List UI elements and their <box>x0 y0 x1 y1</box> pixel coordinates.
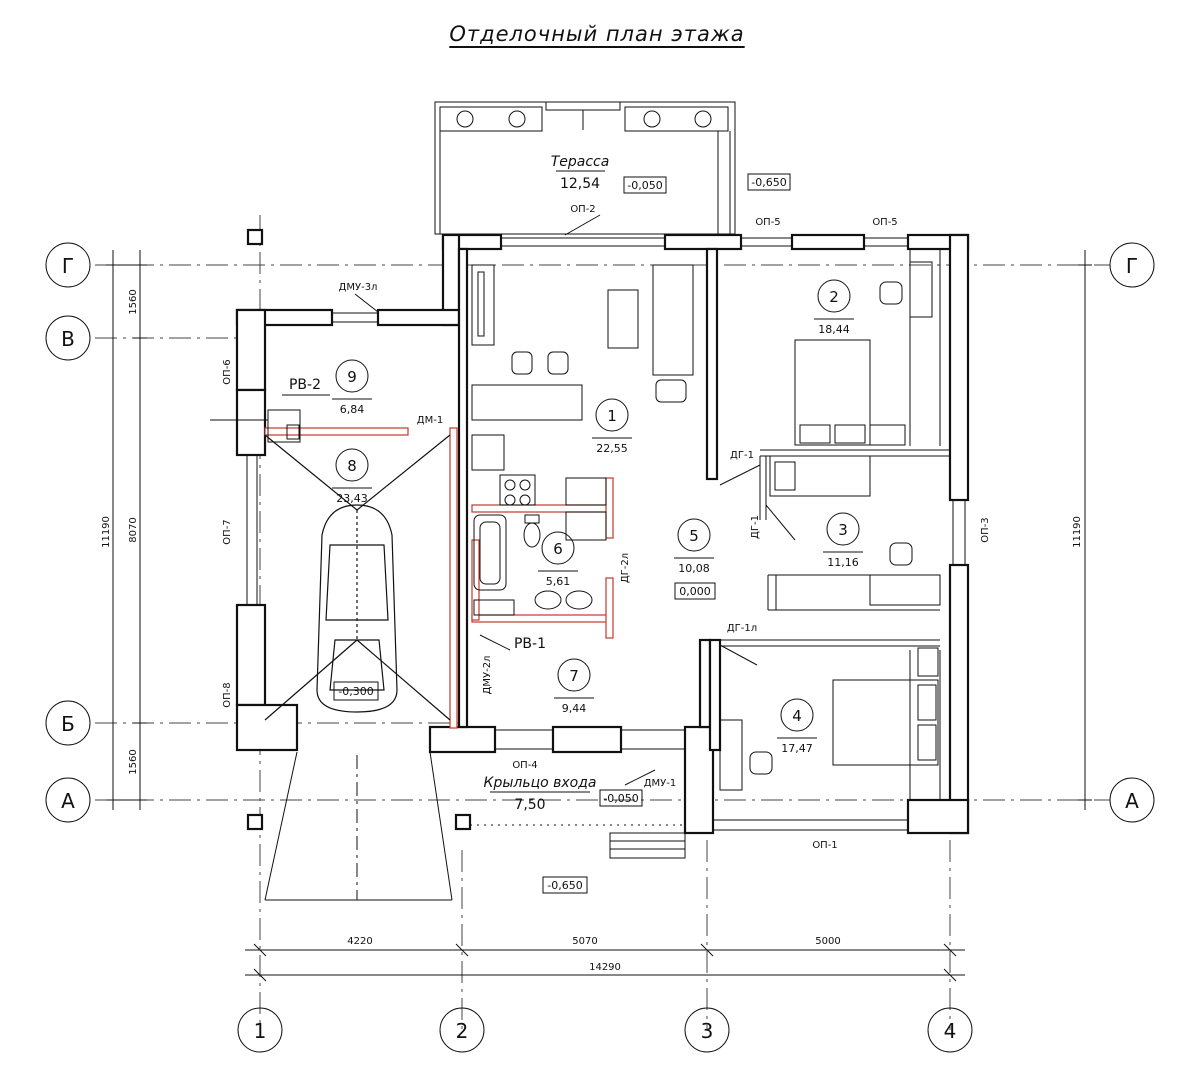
desk-icon <box>869 574 941 606</box>
room-area: 22,55 <box>596 442 628 455</box>
axis-bubbles: Г В Б А Г А 1 2 3 4 <box>45 242 1155 1053</box>
opening-label: ОП-2 <box>570 204 595 215</box>
dim-left: 8070 <box>128 517 139 542</box>
sofa-icon <box>652 264 694 376</box>
dim-right: 11190 <box>1072 516 1083 548</box>
door-label: ДМУ-1 <box>644 778 677 789</box>
opening-label: ОП-5 <box>755 217 780 228</box>
level-mark: -0,650 <box>547 879 582 892</box>
room-number: 4 <box>792 707 802 725</box>
opening-label: ОП-8 <box>222 682 233 707</box>
vent-label: РВ-1 <box>514 636 546 652</box>
sink-icon <box>565 590 593 610</box>
axis-label-row: А <box>61 789 75 813</box>
dim-left: 11190 <box>101 516 112 548</box>
dimension-lines: 1560 8070 1560 11190 11190 4220 5070 500… <box>101 250 1092 982</box>
furniture <box>210 261 941 791</box>
room-area: 9,44 <box>562 702 587 715</box>
room-number: 3 <box>838 521 848 539</box>
dim-bottom: 5000 <box>815 936 840 947</box>
opening-label: ОП-3 <box>980 517 991 542</box>
opening-label: ОП-7 <box>222 519 233 544</box>
chair-icon <box>889 542 913 566</box>
door-label: ДГ-1 <box>750 515 761 539</box>
dim-bottom: 14290 <box>589 962 621 973</box>
opening-label: ОП-5 <box>872 217 897 228</box>
desk-icon <box>909 261 933 318</box>
dim-left: 1560 <box>128 289 139 314</box>
exterior-walls <box>235 228 970 835</box>
chair-icon <box>879 281 903 305</box>
room-area: 5,61 <box>546 575 571 588</box>
stove-icon <box>504 479 516 491</box>
plan-title: Отделочный план этажа <box>449 22 745 46</box>
room-number: 8 <box>347 457 357 475</box>
door-label: ДГ-2л <box>620 553 631 583</box>
room-area: 17,47 <box>781 742 813 755</box>
porch: ОП-4 Крыльцо входа 7,50 -0,050 -0,650 <box>470 760 686 894</box>
bed-icon <box>832 679 939 766</box>
room-number: 9 <box>347 368 357 386</box>
door-label: ДМ-1 <box>417 415 443 426</box>
room-number: 2 <box>829 288 839 306</box>
opening-label: ОП-4 <box>512 760 537 771</box>
axis-label-col: 3 <box>701 1019 714 1043</box>
axis-label-col: 4 <box>944 1019 957 1043</box>
dim-bottom: 4220 <box>347 936 372 947</box>
terrace-area: 12,54 <box>560 176 600 192</box>
partitions <box>264 427 614 729</box>
door-label: ДМУ-2л <box>482 656 493 695</box>
desk-icon <box>719 719 743 791</box>
sink-icon <box>534 590 562 610</box>
terrace-name: Терасса <box>551 154 610 170</box>
axis-label-row: В <box>61 327 75 351</box>
opening-label: ОП-1 <box>812 840 837 851</box>
level-mark: -0,650 <box>751 176 786 189</box>
axis-label-row: Г <box>62 254 74 278</box>
room-number: 7 <box>569 667 579 685</box>
room-number: 5 <box>689 527 699 545</box>
chair-icon <box>749 751 773 775</box>
driveway <box>264 751 453 901</box>
room-area: 10,08 <box>678 562 710 575</box>
axis-label-row: Г <box>1126 254 1138 278</box>
interior-walls <box>457 247 950 800</box>
axis-label-col: 2 <box>456 1019 469 1043</box>
plant-icon <box>456 110 712 128</box>
car-icon <box>264 434 451 721</box>
door-label: ДГ-1 <box>730 450 754 461</box>
chair-icon <box>547 351 569 375</box>
level-mark-box <box>333 681 379 701</box>
level-mark: -0,050 <box>627 179 662 192</box>
door-label: ДГ-1л <box>727 623 757 634</box>
room-area: 11,16 <box>827 556 859 569</box>
element-labels: ОП-5 ОП-5 ОП-6 ОП-7 ОП-8 ОП-3 ОП-1 ДМУ-3… <box>222 217 991 851</box>
room-labels: 1 22,55 2 18,44 3 11,16 4 17,47 5 10,08 … <box>332 279 863 755</box>
room-area: 6,84 <box>340 403 365 416</box>
level-mark: -0,300 <box>338 685 373 698</box>
terrace: Терасса 12,54 -0,050 -0,650 ОП-2 <box>434 101 791 236</box>
bed-icon <box>794 339 871 446</box>
axis-label-row: Б <box>61 712 75 736</box>
dim-bottom: 5070 <box>572 936 597 947</box>
vent-label: РВ-2 <box>289 377 321 393</box>
porch-area: 7,50 <box>514 797 545 813</box>
door-label: ДМУ-3л <box>339 282 378 293</box>
room-area: 18,44 <box>818 323 850 336</box>
porch-name: Крыльцо входа <box>484 775 597 791</box>
chair-icon <box>511 351 533 375</box>
toilet-icon <box>523 522 541 548</box>
level-mark: -0,050 <box>603 792 638 805</box>
opening-label: ОП-6 <box>222 359 233 384</box>
dim-left: 1560 <box>128 749 139 774</box>
level-mark: 0,000 <box>679 585 711 598</box>
room-area: 23,43 <box>336 492 368 505</box>
axis-label-col: 1 <box>254 1019 267 1043</box>
axis-label-row: А <box>1125 789 1139 813</box>
bathtub-icon <box>473 514 507 591</box>
room-number: 1 <box>607 407 617 425</box>
room-number: 6 <box>553 540 563 558</box>
